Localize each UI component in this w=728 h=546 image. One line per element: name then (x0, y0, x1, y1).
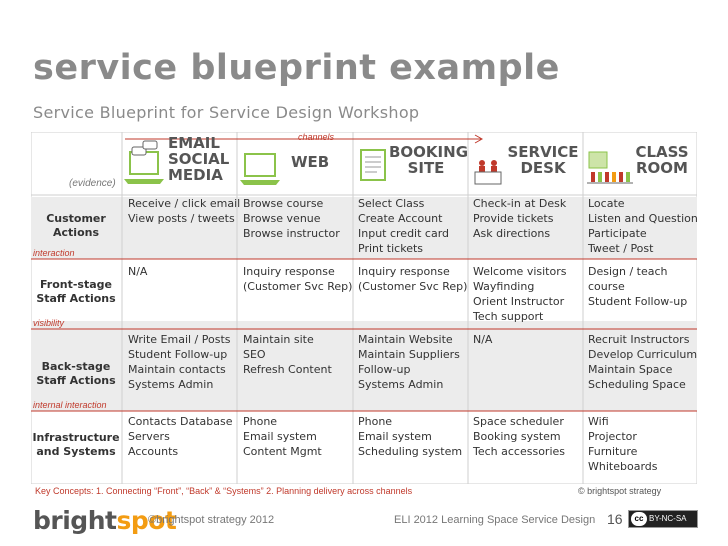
column-heading-service-desk: SERVICE DESK (507, 143, 579, 177)
backstage-band (31, 321, 697, 411)
cell-frontstage-email: N/A (128, 265, 148, 278)
cell-frontstage-web: Inquiry response(Customer Svc Rep) (243, 265, 353, 293)
classroom-icon (587, 151, 633, 184)
cell-backstage-desk: N/A (473, 333, 493, 346)
column-heading-web: WEB (291, 153, 330, 171)
evidence-label: (evidence) (69, 178, 116, 189)
footer-event-title: ELI 2012 Learning Space Service Design (394, 514, 596, 526)
brightspot-copyright: © brightspot strategy (578, 486, 662, 496)
internal-interaction-line-label: internal interaction (33, 400, 107, 410)
column-heading-booking-site: BOOKING SITE (389, 143, 469, 177)
channels-label: channels (298, 132, 335, 142)
license-text: BY-NC-SA (649, 514, 687, 523)
footer-copyright: ©brightspot strategy 2012 (148, 514, 275, 526)
key-concepts: Key Concepts: 1. Connecting “Front”, “Ba… (35, 486, 413, 496)
visibility-line-label: visibility (33, 318, 65, 328)
slide-title: service blueprint example (33, 48, 560, 88)
document-icon (360, 149, 386, 181)
blueprint-grid (31, 132, 697, 484)
laptop-icon (240, 153, 280, 185)
laptop-chat-icon (124, 140, 164, 184)
interaction-line-label: interaction (33, 248, 75, 258)
service-blueprint: channels EMAIL SOCIAL MEDIA WEB BOOKING … (31, 132, 698, 484)
page-number: 16 (607, 511, 623, 527)
cell-frontstage-booking: Inquiry response(Customer Svc Rep) (358, 265, 468, 293)
customer-band (31, 197, 697, 259)
column-heading-class-room: CLASS ROOM (635, 143, 689, 177)
column-heading-email-social-media: EMAIL SOCIAL MEDIA (168, 134, 230, 184)
cc-icon: cc (631, 512, 647, 526)
desk-people-icon (474, 160, 502, 185)
brightspot-logo: brightspot (33, 506, 177, 535)
slide-subtitle: Service Blueprint for Service Design Wor… (33, 103, 420, 122)
